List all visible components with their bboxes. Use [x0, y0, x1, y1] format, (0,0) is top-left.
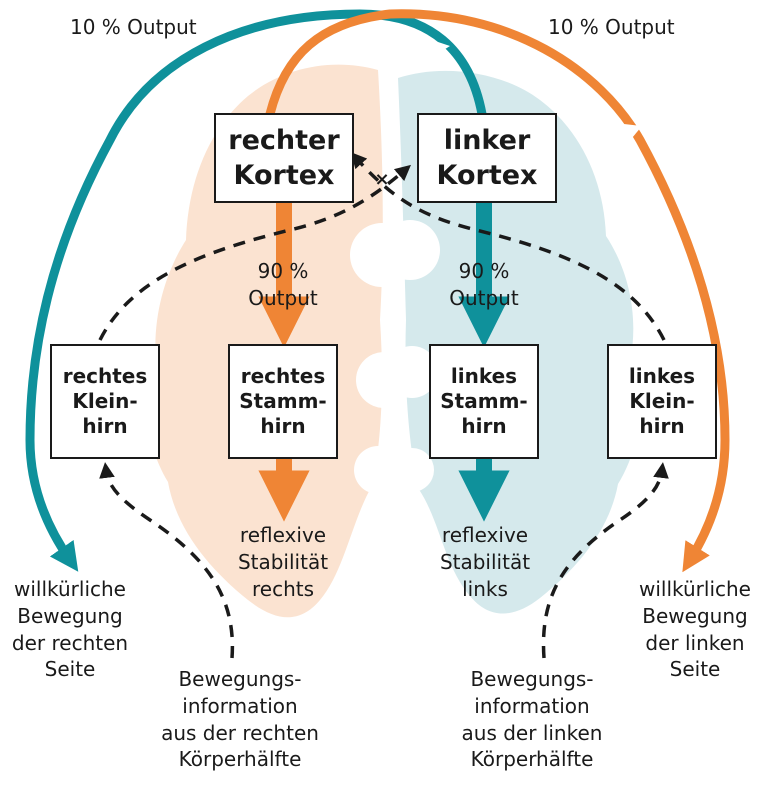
dashed-left-body-info-to-left-cerebellum	[541, 462, 669, 659]
left-90-output-label: 90 % Output	[449, 259, 519, 310]
left-brainstem-box: linkes Stamm- hirn	[429, 344, 539, 459]
right-brainstem-line-1: rechtes	[240, 364, 326, 388]
left-cerebellum-box: linkes Klein- hirn	[607, 344, 717, 459]
right-cerebellum-line-2: Klein-	[72, 389, 138, 413]
reflex-stability-left-label: reflexive Stabilität links	[439, 523, 531, 601]
top-left-output-label: 10 % Output	[70, 15, 197, 39]
right-cerebellum-line-3: hirn	[82, 414, 128, 438]
top-right-output-label: 10 % Output	[548, 15, 675, 39]
right-cerebellum-line-1: rechtes	[62, 364, 148, 388]
left-brainstem-line-2: Stamm-	[440, 389, 528, 413]
orange-output-arc	[265, 9, 730, 573]
teal-output-arc	[25, 9, 487, 572]
crossing-mark: ×	[374, 169, 390, 190]
left-cerebellum-line-1: linkes	[628, 364, 696, 388]
dashed-left-cerebellum-to-right-cortex	[350, 152, 666, 341]
right-brainstem-line-3: hirn	[260, 414, 306, 438]
voluntary-movement-left-side-label: willkürliche Bewegung der linken Seite	[639, 577, 751, 682]
right-cortex-line-1: rechter	[228, 124, 340, 156]
orange-arc-arrowhead-top	[324, 36, 340, 52]
left-brainstem-line-3: hirn	[461, 414, 507, 438]
left-cortex-line-1: linker	[443, 124, 531, 156]
orange-arc-arrowhead-right	[624, 124, 642, 138]
left-cortex-box: linker Kortex	[417, 113, 557, 203]
dashed-right-cerebellum-to-left-cortex	[98, 164, 411, 341]
right-brainstem-line-2: Stamm-	[239, 389, 327, 413]
right-cortex-line-2: Kortex	[233, 160, 335, 191]
movement-info-right-body-label: Bewegungs- information aus der rechten K…	[161, 667, 319, 772]
left-cerebellum-line-2: Klein-	[629, 389, 695, 413]
movement-info-left-body-label: Bewegungs- information aus der linken Kö…	[461, 667, 603, 772]
reflex-stability-right-label: reflexive Stabilität rechts	[237, 523, 329, 601]
right-cerebellum-box: rechtes Klein- hirn	[50, 344, 160, 459]
teal-arc-arrowhead-left	[130, 122, 148, 136]
dashed-right-body-info-to-right-cerebellum	[99, 462, 235, 659]
right-brainstem-box: rechtes Stamm- hirn	[228, 344, 338, 459]
left-cortex-line-2: Kortex	[436, 160, 538, 191]
left-brainstem-line-1: linkes	[450, 364, 518, 388]
voluntary-movement-right-side-label: willkürliche Bewegung der rechten Seite	[11, 577, 129, 682]
teal-arc-arrowhead-top	[432, 40, 450, 56]
left-cerebellum-line-3: hirn	[639, 414, 685, 438]
right-90-output-label: 90 % Output	[248, 259, 318, 310]
right-cortex-box: rechter Kortex	[214, 113, 354, 203]
